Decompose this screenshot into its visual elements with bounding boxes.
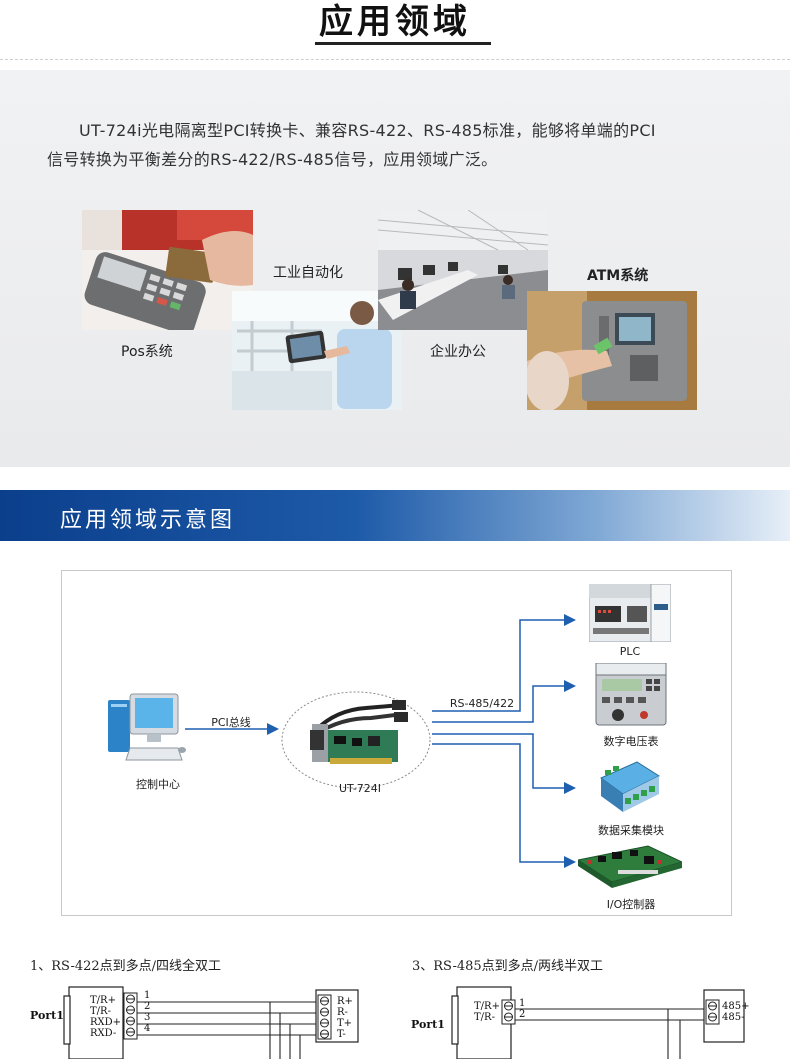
port-label-right: Port1 [411, 1018, 445, 1031]
pin-label: T/R- [474, 1012, 495, 1023]
pin-number: 2 [144, 1001, 151, 1012]
control-center-label: 控制中心 [136, 778, 180, 791]
industrial-caption: 工业自动化 [273, 265, 343, 281]
io-controller-label: I/O控制器 [606, 898, 656, 911]
title-underline [315, 42, 491, 45]
pin-number: 1 [144, 990, 151, 1001]
pos-photo [82, 210, 253, 330]
office-caption: 企业办公 [430, 344, 486, 360]
industrial-photo [232, 291, 402, 410]
voltmeter-image [594, 662, 668, 727]
pci-bus-label: PCI总线 [211, 716, 251, 729]
plc-image [588, 583, 672, 643]
pin-number: 1 [519, 998, 526, 1009]
pin-label: T/R+ [90, 995, 116, 1006]
intro-line-2: 信号转换为平衡差分的RS-422/RS-485信号，应用领域广泛。 [47, 150, 498, 169]
pin-number: 3 [144, 1012, 151, 1023]
pin-label: T/R- [90, 1006, 111, 1017]
port-label-left: Port1 [30, 1009, 64, 1022]
intro-text: UT-724i光电隔离型PCI转换卡、兼容RS-422、RS-485标准，能够将… [47, 116, 747, 174]
pin-label: RXD+ [90, 1017, 122, 1028]
remote-pin-label: T- [337, 1029, 346, 1040]
wiring-title-rs422: 1、RS-422点到多点/四线全双工 [30, 959, 222, 974]
atm-photo [527, 291, 697, 410]
remote-pin-label: R- [337, 1007, 348, 1018]
section-title: 应用领域示意图 [60, 508, 236, 533]
section-banner [0, 490, 790, 541]
link-label: RS-485/422 [449, 697, 515, 710]
card-label: UT-724I [339, 782, 381, 795]
remote-pin-label: R+ [337, 996, 353, 1007]
pci-card-image [306, 700, 410, 770]
intro-line-1: UT-724i光电隔离型PCI转换卡、兼容RS-422、RS-485标准，能够将… [79, 121, 656, 140]
atm-caption: ATM系统 [587, 268, 649, 284]
dashed-divider [0, 59, 790, 60]
page-title: 应用领域 [319, 2, 471, 42]
remote-pin-label: T+ [337, 1018, 353, 1029]
remote-pin-label: 485- [722, 1012, 745, 1023]
remote-pin-label: 485+ [722, 1001, 750, 1012]
wiring-title-rs485: 3、RS-485点到多点/两线半双工 [412, 959, 604, 974]
office-photo [378, 210, 548, 330]
io-controller-image [576, 842, 684, 892]
plc-label: PLC [619, 645, 641, 658]
pin-label: RXD- [90, 1028, 117, 1039]
daq-module-image [597, 758, 663, 814]
daq-module-label: 数据采集模块 [598, 824, 664, 837]
pos-caption: Pos系统 [121, 344, 173, 360]
pin-label: T/R+ [474, 1001, 500, 1012]
pin-number: 4 [144, 1023, 151, 1034]
pin-number: 2 [519, 1009, 526, 1020]
computer-icon [104, 690, 186, 770]
voltmeter-label: 数字电压表 [603, 735, 659, 748]
